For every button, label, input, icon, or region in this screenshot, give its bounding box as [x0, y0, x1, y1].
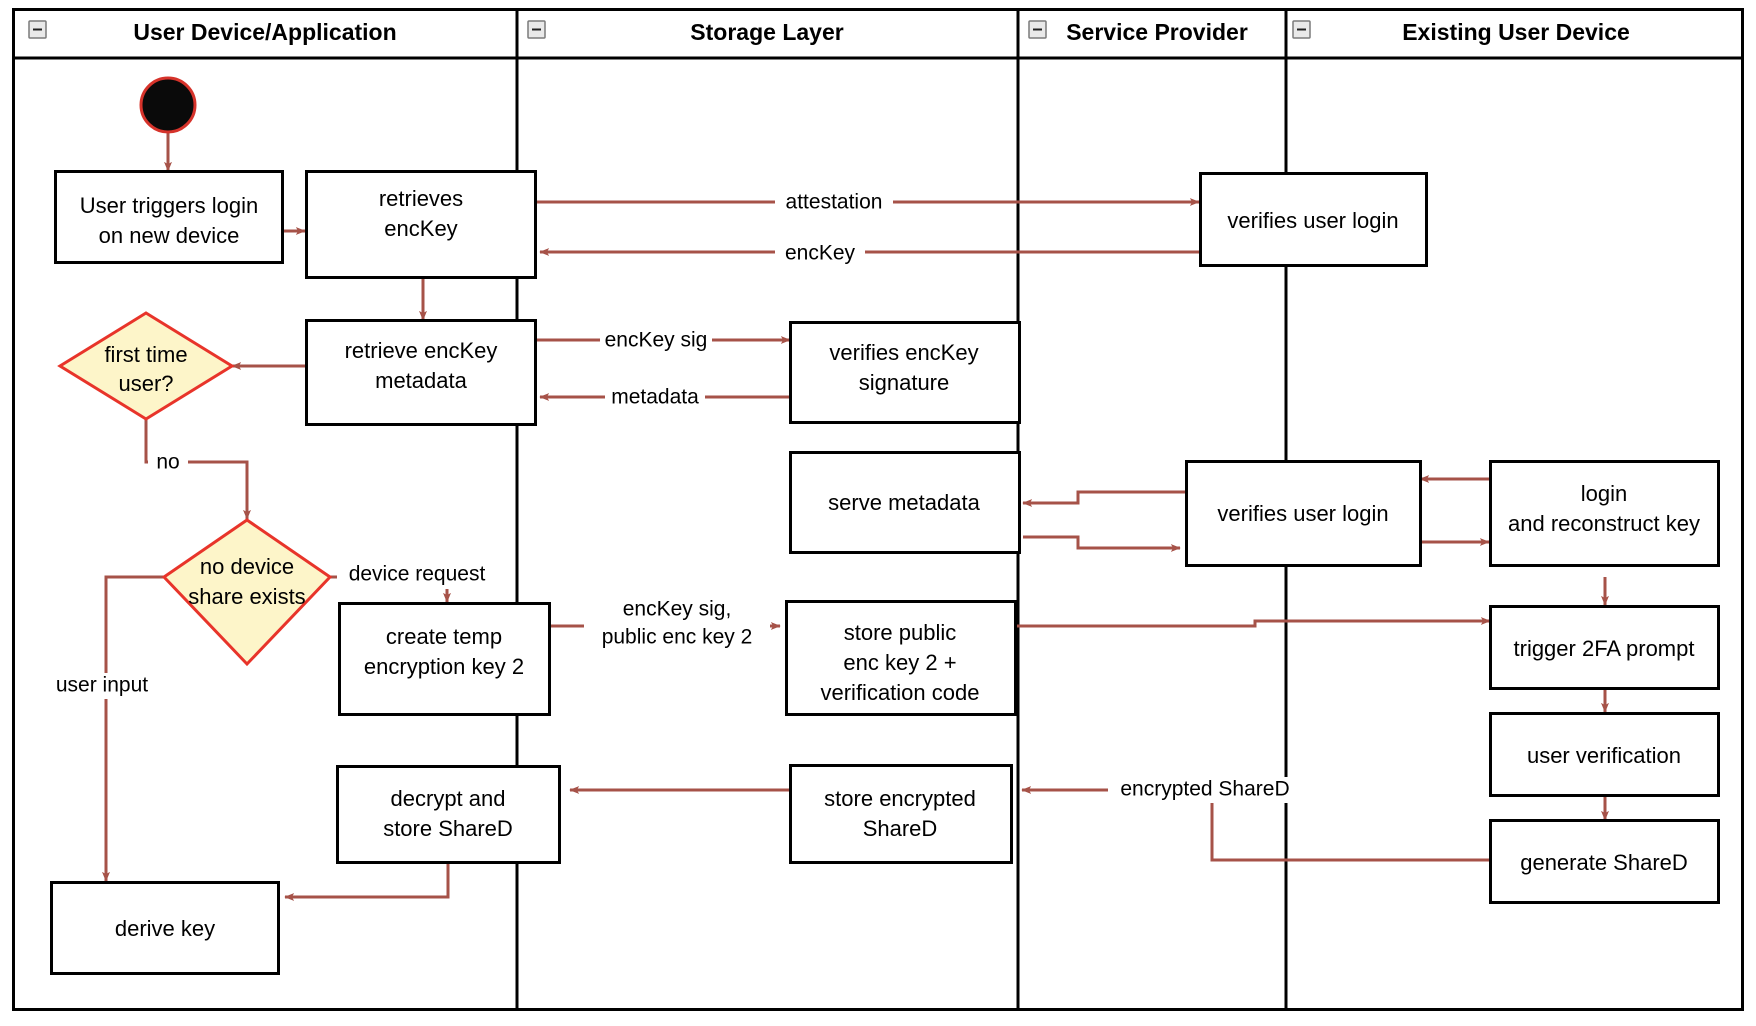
- node-no-device-share-exists[interactable]: no device share exists: [161, 518, 333, 667]
- node-verifies-user-login-1[interactable]: verifies user login: [1199, 172, 1428, 267]
- node-store-pub-label-1: store public: [844, 620, 957, 645]
- node-retrieve-enckey-metadata[interactable]: retrieve encKey metadata: [305, 319, 537, 426]
- edge-user-input: [102, 575, 164, 882]
- node-login-reconstruct-key[interactable]: login and reconstruct key: [1489, 460, 1720, 567]
- collapse-button-existing-device[interactable]: [1292, 20, 1311, 39]
- lane-title-user-device: User Device/Application: [133, 19, 396, 45]
- edge-label-layer: attestation encKey encKey sig metadata n…: [47, 188, 1303, 803]
- node-retrieves-enckey[interactable]: retrieves encKey: [305, 170, 537, 279]
- node-retrieves-enckey-label-1: retrieves: [379, 186, 463, 211]
- node-verifies-sig-label-2: signature: [859, 370, 950, 395]
- node-decrypt-store-label-2: store ShareD: [383, 816, 513, 841]
- node-user-verification[interactable]: user verification: [1489, 712, 1720, 797]
- node-user-triggers-login[interactable]: User triggers login on new device: [54, 170, 284, 264]
- node-store-pub-label-3: verification code: [821, 680, 980, 705]
- node-login-reconstruct-label-2: and reconstruct key: [1508, 511, 1700, 536]
- edge-label-enckey-sig-pubkey2-2: public enc key 2: [602, 626, 753, 649]
- node-user-triggers-login-label-1: User triggers login: [80, 193, 259, 218]
- node-derive-key-label: derive key: [115, 916, 215, 941]
- edge-label-no: no: [156, 451, 179, 474]
- edge-label-attestation: attestation: [786, 191, 883, 214]
- node-store-encrypted-label-2: ShareD: [863, 816, 938, 841]
- node-store-pub-label-2: enc key 2 +: [843, 650, 956, 675]
- node-generate-shared[interactable]: generate ShareD: [1489, 819, 1720, 904]
- edge-label-metadata: metadata: [611, 386, 699, 409]
- edge-label-device-request: device request: [349, 563, 486, 586]
- node-verifies-user-login-1-label: verifies user login: [1227, 208, 1398, 233]
- node-first-time-user[interactable]: first time user?: [57, 311, 235, 421]
- node-verifies-user-login-2-label: verifies user login: [1217, 501, 1388, 526]
- node-start[interactable]: [139, 76, 197, 134]
- collapse-button-user-device[interactable]: [28, 20, 47, 39]
- node-verifies-enckey-signature[interactable]: verifies encKey signature: [789, 321, 1021, 424]
- node-generate-shared-label: generate ShareD: [1520, 850, 1688, 875]
- node-serve-metadata-label: serve metadata: [828, 490, 980, 515]
- edge-label-user-input: user input: [56, 674, 148, 697]
- node-store-encrypted-label-1: store encrypted: [824, 786, 976, 811]
- edge-label-enckey: encKey: [785, 242, 856, 265]
- collapse-button-service-provider[interactable]: [1028, 20, 1047, 39]
- node-decrypt-store-shared[interactable]: decrypt and store ShareD: [336, 765, 561, 864]
- node-create-temp-label-2: encryption key 2: [364, 654, 524, 679]
- node-decrypt-store-label-1: decrypt and: [391, 786, 506, 811]
- edge-label-enckey-sig: encKey sig: [605, 329, 708, 352]
- lane-title-storage: Storage Layer: [690, 19, 843, 45]
- edge-no-branch: [144, 418, 251, 520]
- lane-title-existing-device: Existing User Device: [1402, 19, 1630, 45]
- edge-label-enckey-sig-pubkey2-1: encKey sig,: [623, 598, 732, 621]
- collapse-button-storage[interactable]: [527, 20, 546, 39]
- lane-header-service-provider: Service Provider: [1066, 19, 1248, 45]
- lane-header-existing-device: Existing User Device: [1402, 19, 1630, 45]
- edge-storepub-to-2fa: [1014, 617, 1491, 628]
- node-store-public-enc-key-2[interactable]: store public enc key 2 + verification co…: [785, 600, 1017, 716]
- lane-header-storage: Storage Layer: [690, 19, 843, 45]
- node-user-verification-label: user verification: [1527, 743, 1681, 768]
- node-verifies-sig-label-1: verifies encKey: [829, 340, 978, 365]
- node-create-temp-label-1: create temp: [386, 624, 502, 649]
- node-retrieve-metadata-label-2: metadata: [375, 368, 467, 393]
- node-trigger-2fa-label: trigger 2FA prompt: [1514, 636, 1695, 661]
- node-no-device-share-label-2: share exists: [188, 584, 305, 609]
- node-serve-metadata[interactable]: serve metadata: [789, 451, 1021, 554]
- edge-label-encrypted-shared: encrypted ShareD: [1120, 778, 1289, 801]
- node-store-encrypted-shared[interactable]: store encrypted ShareD: [789, 764, 1013, 864]
- node-no-device-share-label-1: no device: [200, 554, 294, 579]
- node-trigger-2fa-prompt[interactable]: trigger 2FA prompt: [1489, 605, 1720, 690]
- node-user-triggers-login-label-2: on new device: [99, 223, 240, 248]
- lane-title-service-provider: Service Provider: [1066, 19, 1248, 45]
- node-first-time-user-label-2: user?: [118, 371, 173, 396]
- node-derive-key[interactable]: derive key: [50, 881, 280, 975]
- edge-servemetadata-to-verifies: [1023, 535, 1181, 552]
- node-retrieves-enckey-label-2: encKey: [384, 216, 457, 241]
- lane-header-user-device: User Device/Application: [133, 19, 396, 45]
- node-login-reconstruct-label-1: login: [1581, 481, 1627, 506]
- node-retrieve-metadata-label-1: retrieve encKey: [345, 338, 498, 363]
- edge-verifies-to-servemetadata: [1022, 490, 1185, 507]
- node-verifies-user-login-2[interactable]: verifies user login: [1185, 460, 1422, 567]
- node-create-temp-key[interactable]: create temp encryption key 2: [338, 602, 551, 716]
- node-first-time-user-label-1: first time: [104, 342, 187, 367]
